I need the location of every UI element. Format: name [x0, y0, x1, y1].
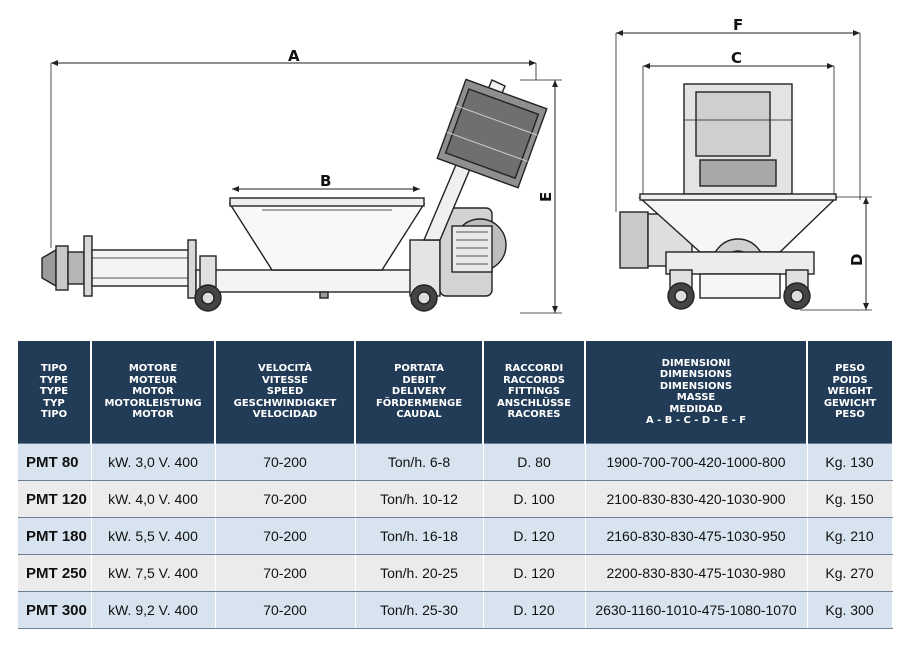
cell-weight: Kg. 300: [807, 591, 893, 629]
dimension-label-c: C: [731, 49, 742, 67]
cell-delivery: Ton/h. 20-25: [355, 554, 484, 592]
dimension-label-a: A: [288, 47, 300, 65]
cell-delivery: Ton/h. 16-18: [355, 517, 484, 555]
cell-speed: 70-200: [215, 480, 356, 518]
cell-model: PMT 120: [18, 480, 92, 518]
cell-speed: 70-200: [215, 517, 356, 555]
cell-delivery: Ton/h. 10-12: [355, 480, 484, 518]
cell-motor: kW. 4,0 V. 400: [91, 480, 216, 518]
cell-model: PMT 300: [18, 591, 92, 629]
cell-speed: 70-200: [215, 554, 356, 592]
table-row: PMT 250 kW. 7,5 V. 400 70-200 Ton/h. 20-…: [18, 554, 893, 592]
cell-weight: Kg. 210: [807, 517, 893, 555]
cell-model: PMT 250: [18, 554, 92, 592]
cell-fittings: D. 120: [483, 591, 586, 629]
cell-dimensions: 2160-830-830-475-1030-950: [585, 517, 808, 555]
cell-motor: kW. 7,5 V. 400: [91, 554, 216, 592]
technical-drawing: A B C D E F: [41, 16, 872, 314]
cell-fittings: D. 120: [483, 517, 586, 555]
cell-dimensions: 2630-1160-1010-475-1080-1070: [585, 591, 808, 629]
cell-motor: kW. 3,0 V. 400: [91, 443, 216, 481]
cell-speed: 70-200: [215, 591, 356, 629]
table-row: PMT 300 kW. 9,2 V. 400 70-200 Ton/h. 25-…: [18, 591, 893, 629]
cell-dimensions: 2100-830-830-420-1030-900: [585, 480, 808, 518]
cell-fittings: D. 120: [483, 554, 586, 592]
cell-speed: 70-200: [215, 443, 356, 481]
table-row: PMT 120 kW. 4,0 V. 400 70-200 Ton/h. 10-…: [18, 480, 893, 518]
dimension-label-d: D: [848, 254, 866, 266]
cell-motor: kW. 9,2 V. 400: [91, 591, 216, 629]
cell-dimensions: 2200-830-830-475-1030-980: [585, 554, 808, 592]
cell-fittings: D. 80: [483, 443, 586, 481]
dimension-label-e: E: [537, 192, 555, 202]
cell-weight: Kg. 130: [807, 443, 893, 481]
cell-model: PMT 80: [18, 443, 92, 481]
cell-delivery: Ton/h. 25-30: [355, 591, 484, 629]
table-row: PMT 80 kW. 3,0 V. 400 70-200 Ton/h. 6-8 …: [18, 443, 893, 481]
cell-delivery: Ton/h. 6-8: [355, 443, 484, 481]
cell-weight: Kg. 150: [807, 480, 893, 518]
dimension-label-f: F: [733, 16, 743, 34]
cell-motor: kW. 5,5 V. 400: [91, 517, 216, 555]
cell-fittings: D. 100: [483, 480, 586, 518]
cell-weight: Kg. 270: [807, 554, 893, 592]
front-view-drawing: [615, 30, 872, 311]
cell-model: PMT 180: [18, 517, 92, 555]
cell-dimensions: 1900-700-700-420-1000-800: [585, 443, 808, 481]
dimension-label-b: B: [320, 172, 331, 190]
table-row: PMT 180 kW. 5,5 V. 400 70-200 Ton/h. 16-…: [18, 517, 893, 555]
side-view-drawing: [41, 60, 562, 314]
